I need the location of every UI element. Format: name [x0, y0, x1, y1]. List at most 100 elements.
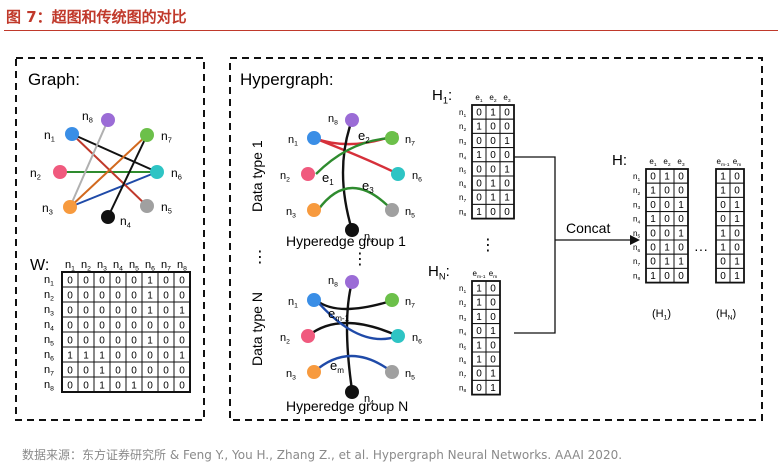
w-col-header-n8: n8 — [177, 259, 187, 272]
h-left-cell-value: 1 — [650, 214, 656, 225]
hn-matrix-row-n6: n6 — [459, 355, 466, 366]
w-matrix-border — [61, 271, 191, 393]
graph-edge-n3-n7 — [69, 134, 148, 208]
hn-matrix-cell-value: 1 — [490, 326, 496, 337]
w-cell-value: 0 — [83, 306, 89, 317]
h-row-n8: n8 — [633, 271, 640, 282]
w-cell-value: 0 — [147, 366, 153, 377]
w-row-header-n5: n5 — [44, 334, 54, 347]
w-col-header-n2: n2 — [81, 259, 91, 272]
graph-node-label-n2: n2 — [30, 166, 41, 182]
w-cell-value: 0 — [67, 336, 73, 347]
h-right-col-em-1: em-1 — [717, 157, 730, 168]
hgN-node-label-n2: n2 — [280, 332, 290, 345]
h-left-cell-value: 1 — [678, 228, 684, 239]
h-left-cell-value: 1 — [650, 186, 656, 197]
w-cell-value: 1 — [179, 306, 185, 317]
w-col-header-n3: n3 — [97, 259, 107, 272]
h-left-cell-value: 0 — [678, 186, 684, 197]
hgN-node-n6 — [391, 329, 405, 343]
hgN-node-label-n4: n4 — [364, 393, 374, 406]
hn-matrix-cell-value: 0 — [476, 326, 482, 337]
hgN-node-n2 — [301, 329, 315, 343]
group-vdots: ⋮ — [352, 251, 368, 268]
w-cell-value: 0 — [163, 336, 169, 347]
w-col-header-n6: n6 — [145, 259, 155, 272]
w-cell-value: 0 — [131, 291, 137, 302]
w-cell-value: 0 — [99, 306, 105, 317]
h1-matrix-cell-value: 0 — [504, 108, 510, 119]
hg1-node-n8 — [345, 113, 359, 127]
h-left-cell-value: 0 — [664, 200, 670, 211]
w-cell-value: 0 — [99, 336, 105, 347]
h1-matrix-col-e3: e3 — [503, 93, 510, 104]
graph-node-n8 — [101, 113, 115, 127]
w-row-header-n3: n3 — [44, 304, 54, 317]
hgN-node-label-n7: n7 — [405, 296, 415, 309]
hn-matrix-cell-value: 0 — [476, 369, 482, 380]
w-cell-value: 0 — [163, 306, 169, 317]
w-cell-value: 0 — [163, 381, 169, 392]
h1-matrix-row-n4: n4 — [459, 151, 466, 162]
w-cell-value: 0 — [83, 276, 89, 287]
h1-matrix-cell-value: 0 — [504, 150, 510, 161]
hgN-edge-label-em: em — [330, 358, 344, 375]
hn-matrix-cell-value: 1 — [490, 369, 496, 380]
h-left-cell-value: 0 — [650, 257, 656, 268]
hypergraph-label: Hypergraph: — [240, 70, 334, 89]
source-note: 数据来源：东方证券研究所 & Feng Y., You H., Zhang Z.… — [22, 448, 623, 462]
h-right-cell-value: 0 — [720, 200, 726, 211]
w-cell-value: 0 — [83, 291, 89, 302]
hgN-node-n3 — [307, 365, 321, 379]
graph-node-label-n6: n6 — [171, 166, 182, 182]
graph-edge-n3-n6 — [69, 171, 158, 208]
graph-panel-frame — [15, 57, 205, 421]
hn-matrix-row-n8: n8 — [459, 383, 466, 394]
w-cell-value: 0 — [115, 336, 121, 347]
adjacency-label: W: — [30, 257, 49, 274]
w-cell-value: 0 — [99, 276, 105, 287]
w-cell-value: 0 — [83, 366, 89, 377]
graph-edges — [60, 119, 158, 218]
h-right-cell-value: 0 — [720, 214, 726, 225]
h1-matrix-cell-value: 1 — [490, 179, 496, 190]
w-cell-value: 1 — [131, 381, 137, 392]
hg1-node-label-n4: n4 — [364, 231, 374, 244]
graph-node-label-n3: n3 — [42, 201, 53, 217]
w-cell-value: 0 — [67, 321, 73, 332]
h-left-cell-value: 1 — [678, 200, 684, 211]
h1-matrix-cell-value: 1 — [504, 193, 510, 204]
w-cell-value: 0 — [147, 321, 153, 332]
hn-matrix-row-n5: n5 — [459, 341, 466, 352]
w-cell-value: 0 — [179, 381, 185, 392]
hg1-node-label-n2: n2 — [280, 170, 290, 183]
w-cell-value: 0 — [163, 291, 169, 302]
h-right-cell-value: 1 — [720, 228, 726, 239]
h1-matrix-cell-value: 0 — [476, 164, 482, 175]
w-col-header-n5: n5 — [129, 259, 139, 272]
w-cell-value: 0 — [99, 321, 105, 332]
h1-matrix-row-n2: n2 — [459, 122, 466, 133]
hg1-hyperedge-3 — [341, 119, 354, 231]
data-type-vdots: ⋮ — [252, 249, 268, 266]
h-left-cell-value: 0 — [650, 228, 656, 239]
h-right-cell-value: 0 — [734, 228, 740, 239]
h-right-cell-value: 0 — [734, 172, 740, 183]
h-vdots: ⋮ — [480, 237, 496, 254]
w-row-header-n8: n8 — [44, 379, 54, 392]
h1-matrix-row-n5: n5 — [459, 165, 466, 176]
h-row-n7: n7 — [633, 257, 640, 268]
h1-matrix-cell-value: 0 — [476, 136, 482, 147]
w-cell-value: 0 — [115, 306, 121, 317]
hn-matrix-col-em-1: em-1 — [473, 269, 486, 280]
w-cell-value: 0 — [115, 381, 121, 392]
hg1-node-n5 — [385, 203, 399, 217]
graph-edge-n7-n4 — [107, 134, 148, 218]
w-cell-value: 0 — [163, 276, 169, 287]
hg1-edge-label-e3: e3 — [362, 178, 374, 195]
hn-matrix-cell-value: 1 — [476, 355, 482, 366]
hg1-edge-label-e2: e2 — [358, 128, 370, 145]
w-cell-value: 0 — [131, 366, 137, 377]
